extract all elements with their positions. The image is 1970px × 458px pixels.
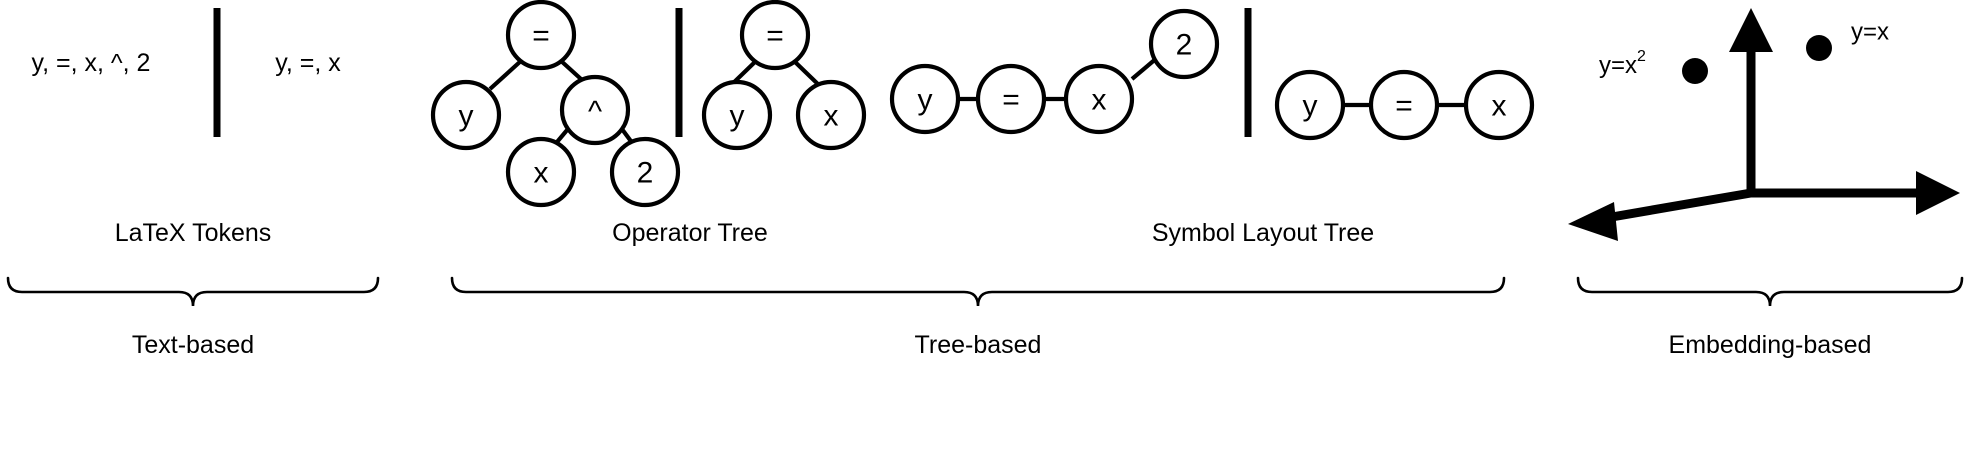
node-op2-root bbox=[739, 0, 811, 71]
node-slt1-x-label: x bbox=[1092, 84, 1107, 117]
node-slt2-x-label: x bbox=[1492, 90, 1507, 123]
axis-horizontal-arrowhead bbox=[1916, 171, 1960, 215]
operator-tree-1: = y ^ x 2 bbox=[430, 0, 681, 208]
node-slt2-y-label: y bbox=[1303, 90, 1318, 123]
node-op2-x-label: x bbox=[824, 100, 839, 133]
embedding-point-y-eq-x-squared-label: y=x2 bbox=[1599, 48, 1646, 79]
node-op1-y bbox=[430, 79, 502, 151]
node-op2-y bbox=[701, 79, 773, 151]
brace-tree-based bbox=[450, 276, 1506, 307]
node-slt2-eq-label: = bbox=[1395, 90, 1413, 123]
node-op2-y-label: y bbox=[730, 100, 745, 133]
embedding-point-y-eq-x bbox=[1806, 35, 1832, 61]
node-slt1-y bbox=[889, 63, 961, 135]
axis-vertical-arrowhead bbox=[1729, 8, 1773, 52]
symbol-layout-tree-1: y = x 2 bbox=[889, 8, 1220, 135]
group-caption-tree-based: Tree-based bbox=[915, 331, 1042, 359]
node-slt1-superscript-2 bbox=[1148, 8, 1220, 80]
latex-token-string-1: y, =, x, ^, 2 bbox=[32, 49, 151, 77]
embedding-space-diagram: y=x2 y=x bbox=[1568, 8, 1960, 241]
node-op2-x bbox=[795, 79, 867, 151]
embedding-point-label-base-1: y=x bbox=[1599, 52, 1637, 79]
node-slt1-y-label: y bbox=[918, 84, 933, 117]
operator-tree-section: = y ^ x 2 = y x bbox=[430, 0, 867, 208]
node-op1-pow bbox=[559, 74, 631, 146]
operator-tree-2: = y x bbox=[701, 0, 867, 151]
node-op1-y-label: y bbox=[459, 100, 474, 133]
node-slt1-eq bbox=[975, 63, 1047, 135]
group-caption-embedding-based: Embedding-based bbox=[1669, 331, 1872, 359]
node-slt1-eq-label: = bbox=[1002, 84, 1020, 117]
group-caption-text-based: Text-based bbox=[132, 331, 254, 359]
latex-tokens-section: y, =, x, ^, 2 y, =, x bbox=[32, 8, 341, 137]
node-op1-root-label: = bbox=[532, 20, 550, 53]
node-slt2-eq bbox=[1368, 69, 1440, 141]
node-op1-2-label: 2 bbox=[637, 157, 654, 190]
embedding-point-y-eq-x-squared bbox=[1682, 58, 1708, 84]
edge-root-to-y bbox=[488, 58, 524, 91]
node-slt2-x bbox=[1463, 69, 1535, 141]
node-slt1-x bbox=[1063, 63, 1135, 135]
brace-text-based bbox=[6, 276, 380, 307]
embedding-point-label-sup-1: 2 bbox=[1637, 48, 1646, 65]
caption-symbol-layout-tree: Symbol Layout Tree bbox=[1152, 219, 1374, 247]
caption-operator-tree: Operator Tree bbox=[612, 219, 768, 247]
node-op1-2 bbox=[609, 136, 681, 208]
latex-token-string-2: y, =, x bbox=[275, 49, 341, 77]
node-op1-pow-label: ^ bbox=[588, 96, 602, 129]
axis-depth-arrowhead bbox=[1568, 202, 1618, 241]
node-slt2-y bbox=[1274, 69, 1346, 141]
node-op1-x bbox=[505, 136, 577, 208]
symbol-layout-tree-2: y = x bbox=[1274, 69, 1535, 141]
symbol-layout-tree-section: y = x 2 y = x bbox=[889, 8, 1535, 141]
caption-latex-tokens: LaTeX Tokens bbox=[115, 219, 272, 247]
brace-embedding-based bbox=[1576, 276, 1964, 307]
node-slt1-superscript-2-label: 2 bbox=[1176, 29, 1193, 62]
node-op1-root bbox=[505, 0, 577, 71]
node-op2-root-label: = bbox=[766, 20, 784, 53]
node-op1-x-label: x bbox=[534, 157, 549, 190]
axis-depth bbox=[1605, 188, 1752, 223]
embedding-point-y-eq-x-label: y=x bbox=[1851, 19, 1889, 46]
